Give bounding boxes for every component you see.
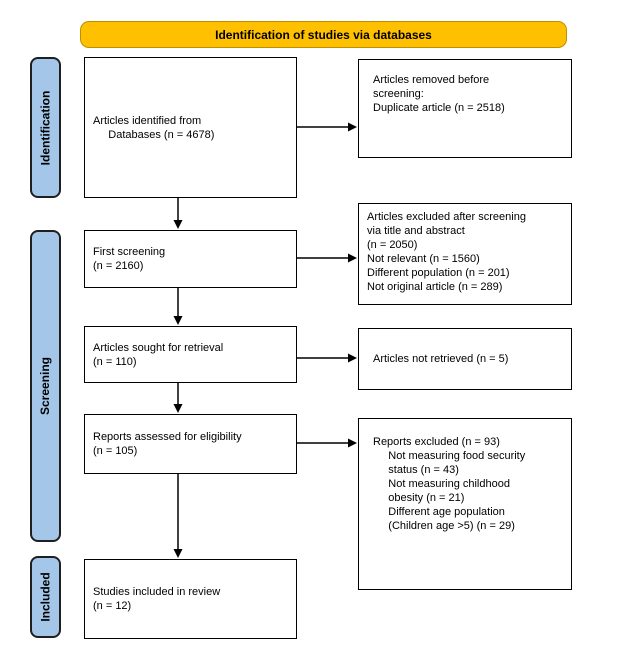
box-articles-identified-text: Articles identified from Databases (n = … [93,114,215,141]
box-reports-excluded-text: Reports excluded (n = 93) Not measuring … [373,436,526,532]
box-first-screening: First screening (n = 2160) [84,230,297,288]
box-articles-not-retrieved: Articles not retrieved (n = 5) [358,328,572,390]
box-articles-sought-retrieval-text: Articles sought for retrieval (n = 110) [93,341,224,368]
stage-identification: Identification [30,57,61,198]
arrow-screening-to-excluded [297,253,357,263]
box-studies-included-review-text: Studies included in review (n = 12) [93,586,221,612]
arrow-identified-to-removed [297,122,357,132]
stage-included-label: Included [38,572,53,622]
banner-label: Identification of studies via databases [215,27,432,42]
arrow-retrieval-to-not-retrieved [297,353,357,363]
box-articles-removed-text: Articles removed before screening: Dupli… [373,74,505,114]
arrow-first-screening-to-retrieval [173,288,183,325]
box-articles-identified: Articles identified from Databases (n = … [84,57,297,198]
box-first-screening-text: First screening (n = 2160) [93,246,166,272]
arrow-retrieval-to-eligibility [173,383,183,413]
box-articles-excluded-after-screening: Articles excluded after screening via ti… [358,203,572,305]
arrow-identified-to-first-screening [173,198,183,229]
arrow-eligibility-to-reports-excluded [297,438,357,448]
box-articles-not-retrieved-text: Articles not retrieved (n = 5) [373,353,509,365]
stage-included: Included [30,556,61,638]
box-articles-excluded-text: Articles excluded after screening via ti… [367,211,526,293]
banner-identification-via-databases: Identification of studies via databases [80,21,567,48]
stage-identification-label: Identification [38,90,53,165]
box-reports-excluded: Reports excluded (n = 93) Not measuring … [358,418,572,590]
box-studies-included-review: Studies included in review (n = 12) [84,559,297,639]
arrow-eligibility-to-included [173,474,183,558]
box-reports-assessed-eligibility: Reports assessed for eligibility (n = 10… [84,414,297,474]
stage-screening: Screening [30,230,61,542]
stage-screening-label: Screening [38,356,53,416]
box-reports-assessed-eligibility-text: Reports assessed for eligibility (n = 10… [93,431,242,457]
box-articles-removed-before-screening: Articles removed before screening: Dupli… [358,59,572,158]
box-articles-sought-retrieval: Articles sought for retrieval (n = 110) [84,326,297,383]
